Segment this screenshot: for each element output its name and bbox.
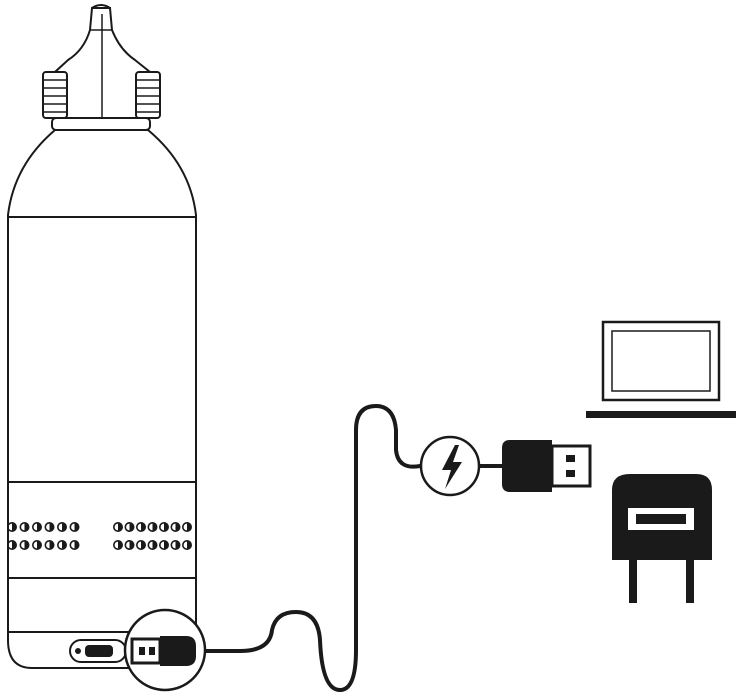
grille-hole [182,521,193,532]
grille-hole-fill [141,523,145,531]
grille-hole [136,539,147,550]
grille-hole [69,521,80,532]
grille-hole [19,539,30,550]
cap-grip-left [42,71,68,119]
grille-hole-fill [24,541,29,549]
grille-hole [7,521,17,532]
laptop-icon [586,320,736,418]
grille-hole [56,521,67,532]
micro-usb-port [69,639,127,663]
grille-hole-fill [62,541,66,549]
grille-hole [170,521,181,532]
speaker-grille [7,521,193,550]
grille-hole-fill [12,523,16,531]
grille-hole [124,521,135,532]
grille-hole [56,539,67,550]
grille-hole-fill [74,541,79,549]
grille-hole [182,539,193,550]
grille-hole [170,539,181,550]
grille-hole [113,521,124,532]
grille-hole-fill [62,523,66,531]
grille-hole [44,539,55,550]
grille-hole-fill [152,523,157,531]
grille-hole [159,521,170,532]
grille-hole-fill [37,523,41,531]
grille-hole [7,539,17,550]
micro-usb-plug-icon [123,608,207,692]
grille-hole [19,521,30,532]
grille-hole-fill [187,523,191,531]
grille-hole-fill [152,541,157,549]
grille-hole [31,521,42,532]
grille-hole-fill [164,541,168,549]
grille-hole-fill [118,523,122,531]
grille-hole [113,539,124,550]
grille-hole-fill [129,523,134,531]
grille-hole-fill [24,523,29,531]
grille-hole-fill [129,541,134,549]
grille-hole [44,521,55,532]
grille-hole-fill [164,523,168,531]
grille-hole-fill [49,523,54,531]
grille-hole [136,521,147,532]
charging-cable [198,404,422,692]
grille-hole [69,539,80,550]
grille-hole-fill [118,541,122,549]
grille-hole-fill [175,523,180,531]
grille-hole-fill [141,541,145,549]
usb-a-plug-icon [502,440,592,492]
grille-hole [124,539,135,550]
grille-hole-fill [175,541,180,549]
bottle-collar [51,117,151,131]
grille-hole-fill [187,541,191,549]
lightning-bolt-icon [419,435,481,497]
bottle-body [7,129,197,669]
grille-hole-fill [49,541,54,549]
cap-grip-right [135,71,161,119]
grille-hole [147,539,158,550]
grille-hole-fill [12,541,16,549]
grille-hole [147,521,158,532]
grille-hole [159,539,170,550]
speaker-bottle-icon [7,4,197,669]
grille-hole-fill [74,523,79,531]
grille-hole-fill [37,541,41,549]
wall-adapter-icon [612,474,712,603]
grille-hole [31,539,42,550]
